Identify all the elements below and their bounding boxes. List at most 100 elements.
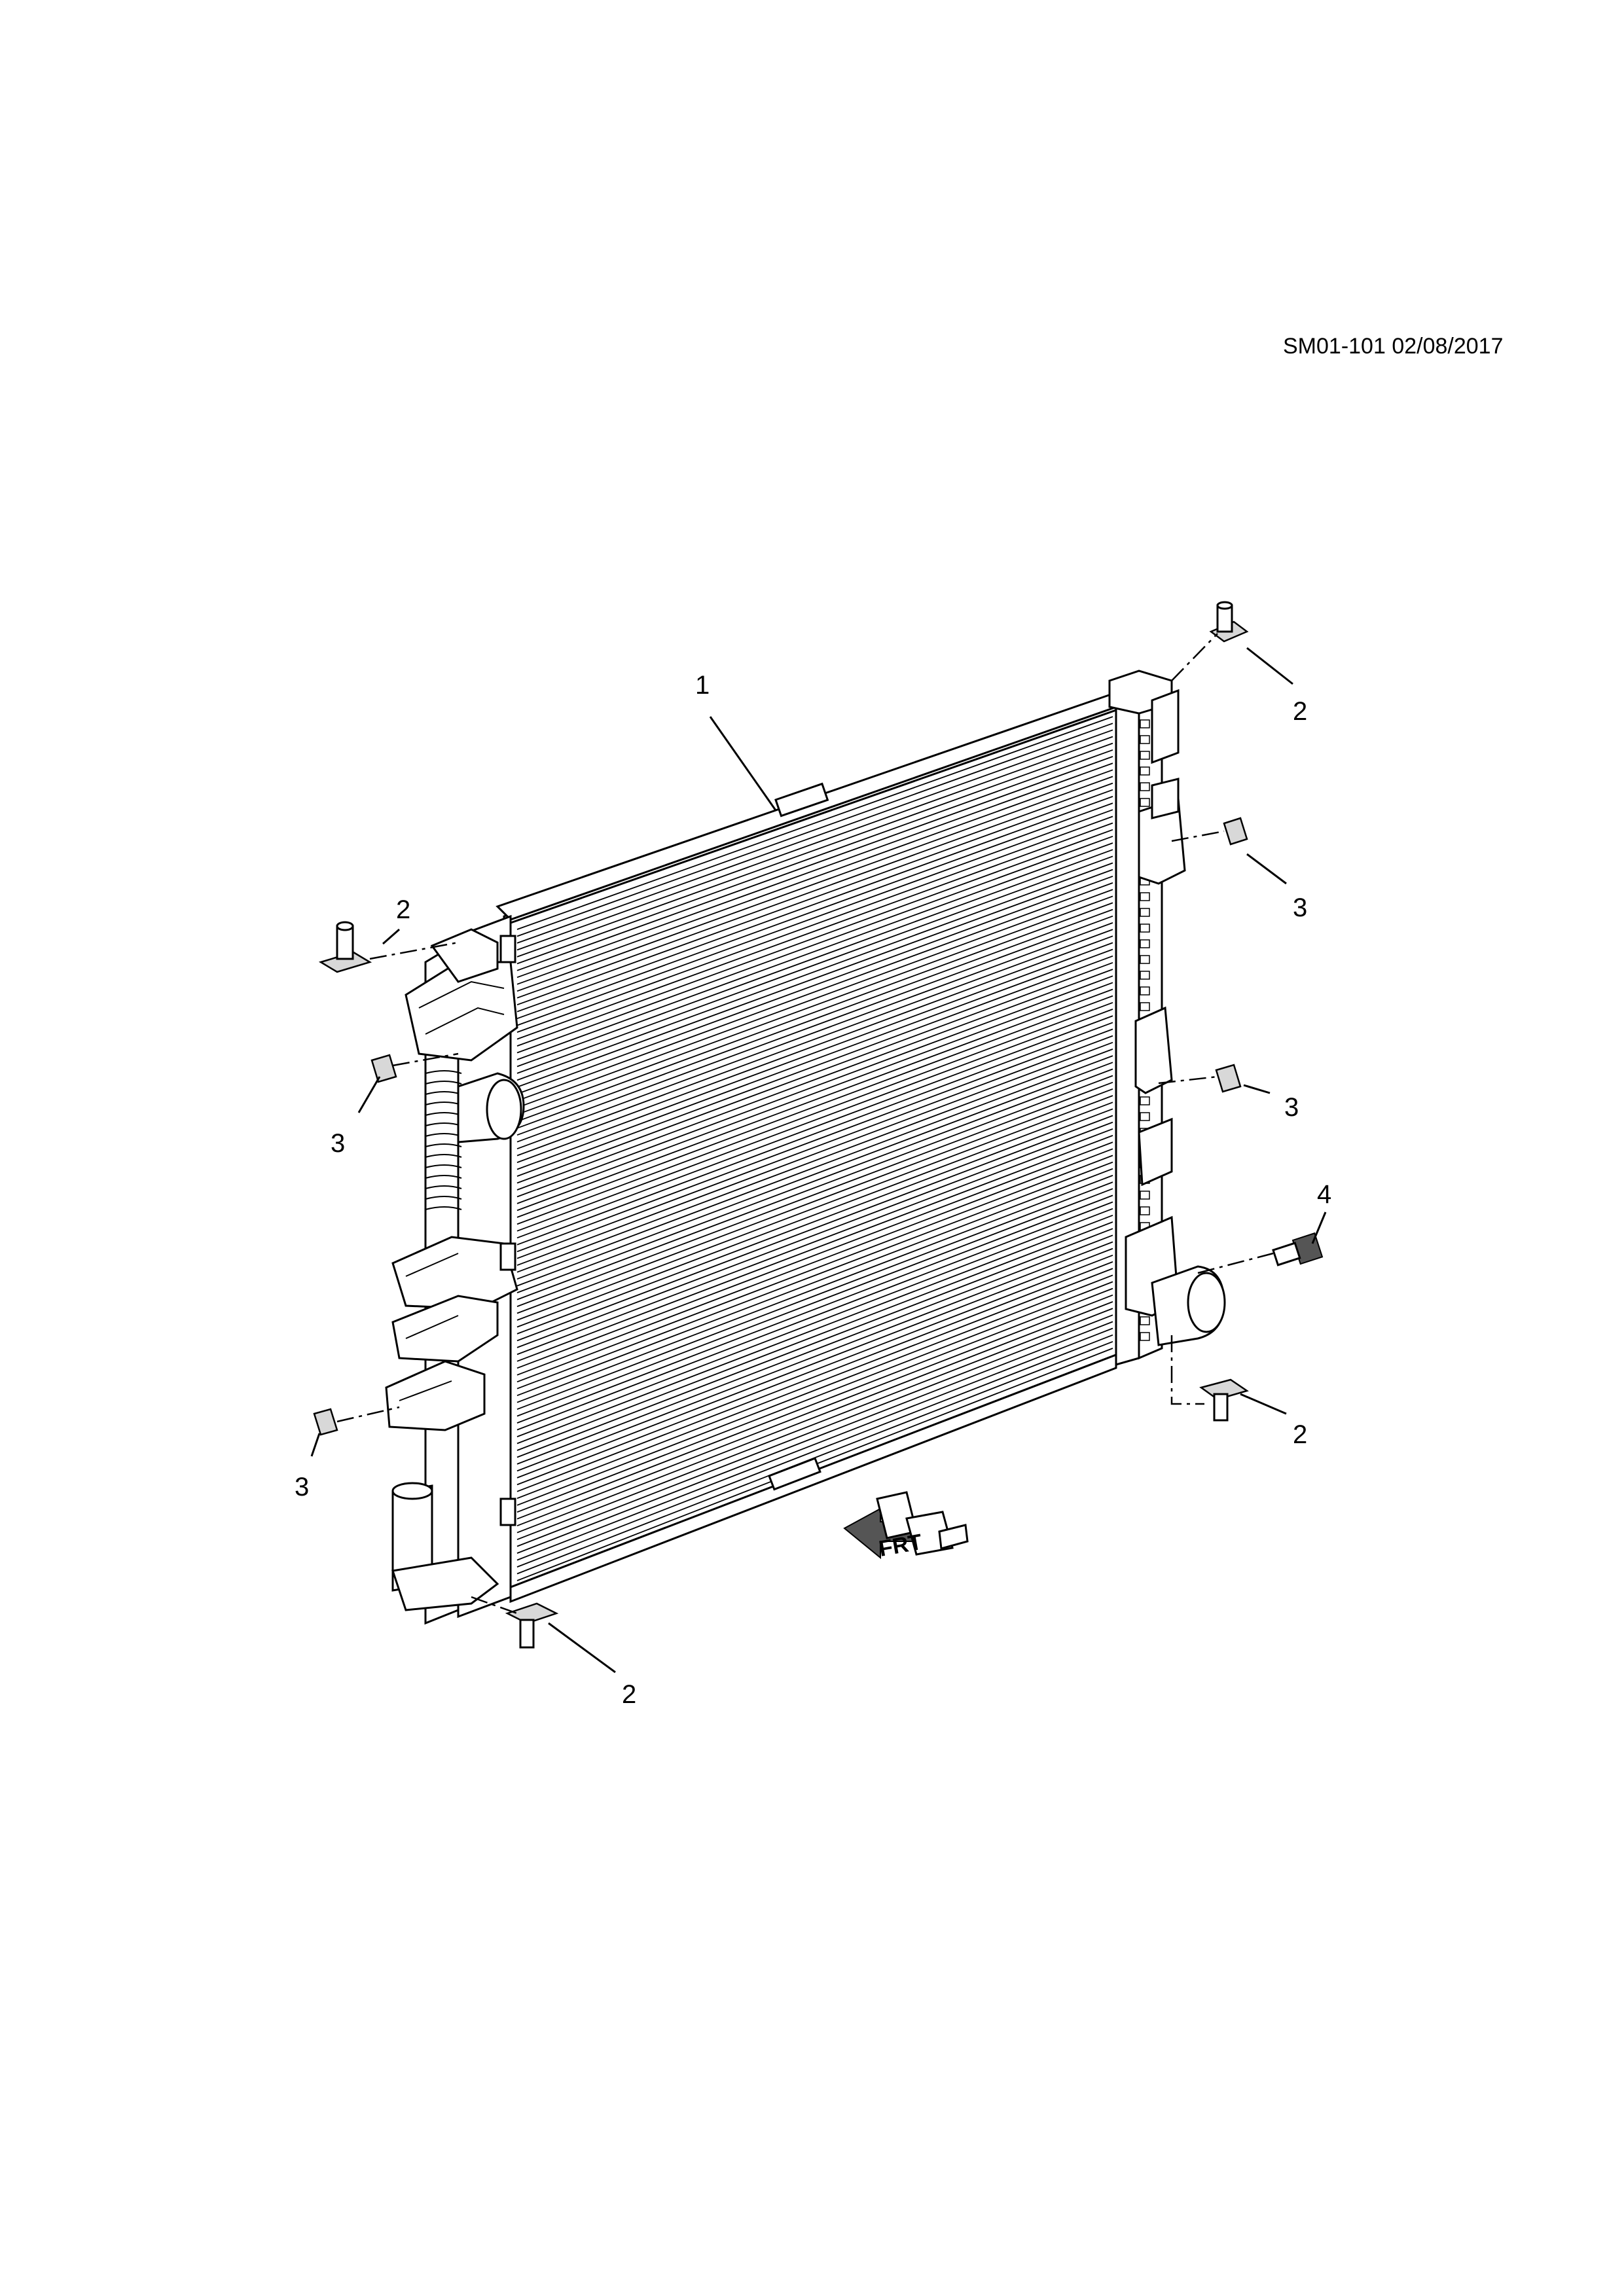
callout-labels: 1 2 2 2 2 3 3 3 3 4 (295, 671, 1331, 1709)
radiator-fin (516, 915, 1113, 1136)
radiator-fin (516, 1081, 1113, 1307)
radiator-fin (516, 1161, 1113, 1390)
clip-left-upper (370, 1054, 397, 1083)
radiator-fin (516, 961, 1113, 1184)
radiator-fin (516, 1168, 1113, 1397)
radiator-fin (516, 1194, 1113, 1424)
radiator-fin (516, 1095, 1113, 1321)
radiator-fin (516, 1294, 1113, 1527)
radiator-fin (516, 1022, 1113, 1246)
tank-tooth (1140, 735, 1150, 744)
radiator-fin (516, 1287, 1113, 1520)
radiator-fin (516, 1009, 1113, 1232)
radiator-fin (516, 889, 1113, 1109)
radiator-fin (516, 776, 1113, 992)
radiator-fin (516, 1241, 1113, 1472)
radiator-fin (516, 975, 1113, 1198)
radiator-fin (516, 1128, 1113, 1355)
tank-tooth (1140, 939, 1150, 948)
callout-1: 1 (695, 671, 710, 700)
radiator-fin (516, 816, 1113, 1033)
radiator-fin (516, 1108, 1113, 1335)
radiator-fin (516, 723, 1113, 937)
radiator-fin (516, 935, 1113, 1157)
tank-tooth (1140, 798, 1150, 807)
radiator-fin (516, 1148, 1113, 1376)
radiator-fin (516, 1088, 1113, 1314)
radiator-fin (516, 1049, 1113, 1273)
callout-3-right-lower: 3 (1284, 1093, 1299, 1122)
tank-tooth (1140, 971, 1150, 980)
radiator-fin (516, 835, 1113, 1054)
radiator-fin (516, 809, 1113, 1026)
radiator-fin (516, 1214, 1113, 1444)
radiator-fin (516, 1028, 1113, 1253)
radiator-fin (516, 1314, 1113, 1547)
tank-tooth (1140, 1096, 1150, 1105)
radiator-fin (516, 1015, 1113, 1239)
temperature-sensor (1272, 1232, 1324, 1266)
radiator-fin (516, 756, 1113, 971)
stud-top-right (1209, 601, 1249, 643)
callout-2-bottom-left: 2 (622, 1680, 636, 1709)
radiator-fin (516, 742, 1113, 958)
radiator-fin (516, 1234, 1113, 1465)
tank-rib (425, 1175, 462, 1179)
tank-tooth (1140, 955, 1150, 964)
front-direction-marker: FRT (843, 1491, 969, 1562)
tank-tooth (1140, 1112, 1150, 1121)
radiator-fin (516, 862, 1113, 1081)
stud-top-left (318, 921, 372, 973)
radiator-fin (516, 1268, 1113, 1499)
tank-rib (425, 1206, 462, 1210)
radiator-fin (516, 1175, 1113, 1403)
radiator-fin (516, 855, 1113, 1074)
radiator-fin (516, 849, 1113, 1067)
radiator-fin (516, 882, 1113, 1102)
radiator-fin (516, 1208, 1113, 1437)
tank-rib (425, 1143, 462, 1147)
leader-lines (310, 647, 1327, 1674)
radiator-fin (516, 716, 1113, 930)
tank-rib (425, 1185, 462, 1189)
radiator-fin (516, 729, 1113, 944)
radiator-fin (516, 1221, 1113, 1451)
tank-tooth (1140, 908, 1150, 917)
radiator-fin (516, 875, 1113, 1095)
callout-3-left-upper: 3 (331, 1129, 345, 1158)
callout-2-bottom-right: 2 (1293, 1420, 1307, 1449)
clip-right-upper (1223, 817, 1248, 846)
tank-tooth (1140, 782, 1150, 791)
radiator-fin (516, 1115, 1113, 1342)
radiator-fin (516, 1254, 1113, 1486)
radiator-fin (516, 942, 1113, 1163)
callout-2-top-left: 2 (396, 895, 410, 924)
tank-tooth (1140, 986, 1150, 996)
radiator-fin (516, 829, 1113, 1047)
tank-tooth (1140, 924, 1150, 933)
radiator-fin (516, 1247, 1113, 1479)
radiator-fin (516, 955, 1113, 1177)
radiator-fin (516, 1274, 1113, 1506)
radiator-fin (516, 796, 1113, 1013)
tank-rib (425, 1081, 462, 1085)
right-tank (1108, 670, 1226, 1366)
radiator-fin (516, 1327, 1113, 1561)
clip-right-lower (1215, 1064, 1242, 1093)
radiator-fin (516, 908, 1113, 1129)
tank-tooth (1140, 766, 1150, 776)
radiator-fin (516, 802, 1113, 1020)
stud-bottom-right (1199, 1378, 1249, 1422)
radiator-fin (516, 1135, 1113, 1362)
tank-tooth (1140, 1206, 1150, 1215)
radiator-fin (516, 1068, 1113, 1293)
stud-bottom-left (505, 1602, 559, 1649)
radiator-fin (516, 1001, 1113, 1225)
radiator-fin (516, 929, 1113, 1150)
radiator-fin (516, 922, 1113, 1143)
radiator-fin (516, 1261, 1113, 1492)
radiator-fin (516, 789, 1113, 1006)
radiator-fin (516, 895, 1113, 1115)
radiator-fin (516, 822, 1113, 1040)
